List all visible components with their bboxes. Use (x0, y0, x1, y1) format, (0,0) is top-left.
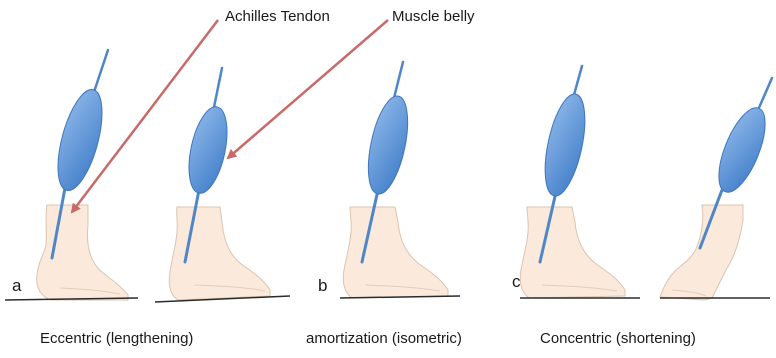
caption-eccentric: Eccentric (lengthening) (40, 330, 193, 348)
foot-4 (520, 207, 625, 298)
tendon-5-top (758, 78, 772, 110)
caption-concentric: Concentric (shortening) (540, 330, 696, 348)
achilles-tendon-label: Achilles Tendon (225, 8, 330, 26)
muscle-belly-2 (182, 103, 234, 196)
muscle-belly-label: Muscle belly (392, 8, 475, 26)
figure-1 (37, 50, 128, 300)
panel-letter-b: b (318, 276, 327, 296)
foot-3 (343, 207, 448, 298)
muscle-belly-4 (538, 91, 593, 200)
panel-letter-a: a (12, 276, 21, 296)
figure-2 (169, 68, 270, 300)
muscle-belly-arrow (228, 20, 388, 158)
foot-5 (660, 205, 743, 300)
muscle-belly-1 (49, 85, 111, 195)
muscle-belly-5 (709, 102, 774, 198)
figure-4 (520, 66, 625, 298)
tendon-2-top (213, 68, 222, 112)
foot-1 (37, 205, 128, 300)
figure-3 (343, 62, 448, 298)
caption-amortization: amortization (isometric) (306, 330, 462, 348)
panel-letter-c: c (512, 272, 521, 292)
muscle-belly-3 (361, 93, 415, 198)
figure-5 (660, 78, 775, 300)
